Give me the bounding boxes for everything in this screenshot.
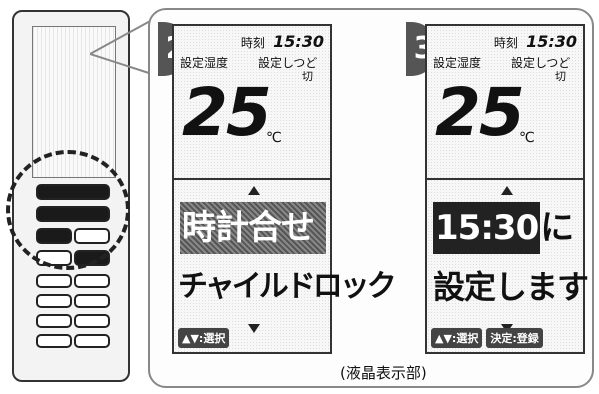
sleep-value: 切: [302, 70, 313, 83]
callout-connector: [90, 19, 153, 75]
select-guide: ▲▼:選択: [178, 328, 230, 348]
remote-button-10: [74, 294, 110, 308]
up-arrow-icon: [248, 186, 260, 195]
divider: [427, 178, 583, 180]
clock-display: 時刻 15:30: [241, 32, 324, 51]
remote-button-7: [36, 274, 72, 288]
footer-guide: ▲▼:選択: [178, 328, 230, 348]
clock-set-suffix: に: [540, 208, 574, 248]
clock-set-line: 15:30に: [433, 202, 574, 254]
up-arrow-icon: [501, 186, 513, 195]
temperature-unit: ℃: [266, 130, 282, 146]
temperature-value: 25: [435, 74, 525, 151]
menu-item-selected: 時計合せ: [180, 202, 326, 254]
select-guide: ▲▼:選択: [431, 328, 483, 348]
remote-button-9: [36, 294, 72, 308]
remote-button-14: [74, 334, 110, 348]
time-label: 時刻: [493, 36, 518, 50]
divider: [174, 178, 330, 180]
footer-guide: ▲▼:選択 決定:登録: [431, 328, 543, 348]
caption: (液晶表示部): [340, 364, 427, 382]
clock-display: 時刻 15:30: [494, 32, 577, 51]
humidity-label: 設定湿度: [433, 56, 482, 70]
clock-set-value: 15:30: [433, 202, 541, 254]
menu-item: チャイルドロック: [178, 269, 397, 304]
sleep-value: 切: [555, 70, 566, 83]
humidity-label: 設定湿度: [180, 56, 229, 70]
lcd-screen-step-2: 時刻 15:30 設定湿度 設定しつど 切 25 ℃ 時計合せ チャイルドロック…: [172, 24, 397, 354]
remote-button-12: [74, 314, 110, 328]
lcd-panel-frame: 2 時刻 15:30 設定湿度 設定しつど 切 25 ℃ 時計合せ チャイルドロ…: [148, 8, 594, 388]
remote-button-13: [36, 334, 72, 348]
down-arrow-icon: [248, 324, 260, 333]
time-label: 時刻: [240, 36, 265, 50]
remote-button-8: [74, 274, 110, 288]
time-value: 15:30: [273, 32, 324, 51]
temperature-unit: ℃: [519, 130, 535, 146]
highlight-dashed-circle: [6, 150, 130, 270]
time-value: 15:30: [526, 32, 577, 51]
sleep-label: 設定しつど: [511, 56, 571, 70]
remote-button-11: [36, 314, 72, 328]
lcd-screen-step-3: 時刻 15:30 設定湿度 設定しつど 切 25 ℃ 15:30に 設定します …: [425, 24, 589, 354]
confirm-guide: 決定:登録: [486, 328, 543, 348]
confirm-message: 設定します: [433, 268, 589, 306]
temperature-value: 25: [182, 74, 272, 151]
sleep-label: 設定しつど: [258, 56, 318, 70]
